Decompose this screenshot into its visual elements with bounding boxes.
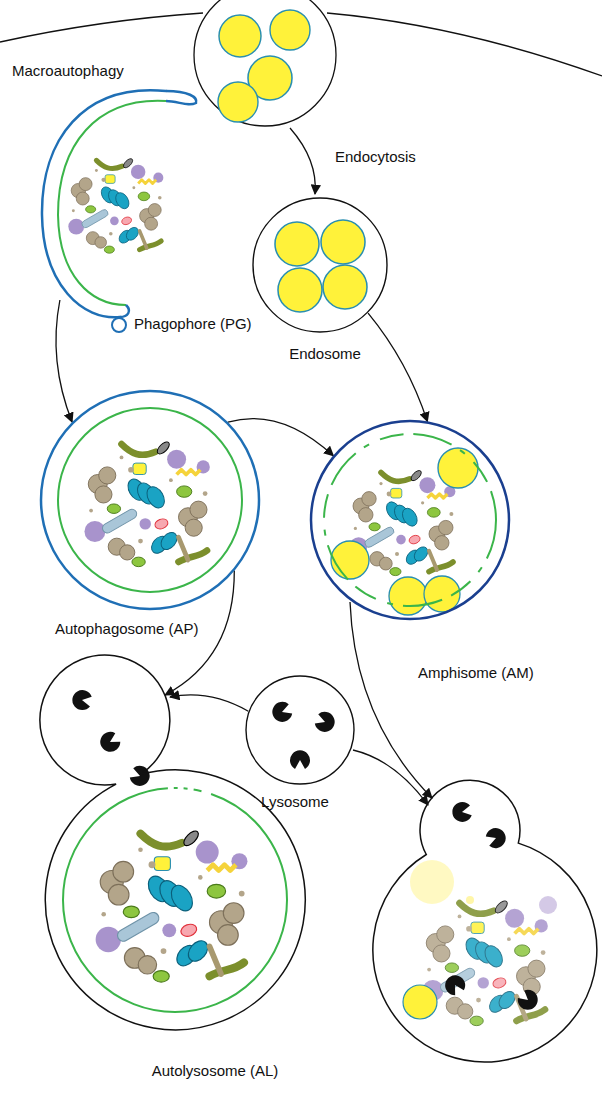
endosome-outline: [252, 197, 388, 333]
autolysosome: Autolysosome (AL): [40, 655, 305, 1030]
flow-arrow: [56, 300, 72, 422]
autolysosome-contents: [63, 688, 287, 1012]
node-label: Amphisome (AM): [418, 664, 534, 682]
phagophore-outline: [38, 85, 203, 325]
flow-arrow: [170, 695, 248, 711]
autophagosome-outline: [40, 390, 260, 610]
node-label: Endosome: [289, 345, 361, 363]
node-label: Lysosome: [261, 793, 329, 811]
amphisome: Amphisome (AM): [310, 420, 510, 620]
node-label: Macroautophagy: [12, 62, 124, 80]
endosome-contents: [275, 220, 367, 312]
cargo-particles: [218, 10, 310, 122]
lysosome: Lysosome: [245, 675, 355, 785]
amphisome-outline: [310, 420, 510, 620]
phagophore-cargo: [68, 157, 163, 253]
node-label: Autophagosome (AP): [55, 620, 198, 638]
endocytosis-arrow: [290, 128, 315, 194]
lysosome-enzymes: [270, 700, 338, 769]
autolysosome-outline: [40, 655, 305, 1030]
node-label: Autolysosome (AL): [152, 1062, 279, 1080]
lysosome-outline: [245, 675, 355, 785]
legend-text: Phagophore (PG): [134, 315, 252, 333]
process-label: Endocytosis: [335, 148, 416, 166]
fusion-arrows: [350, 602, 432, 805]
phagophore-swatch: [110, 316, 128, 334]
flow-arrow: [228, 419, 334, 456]
autolysosome-digesting: [373, 780, 597, 1062]
phagophore: Macroautophagy: [38, 85, 203, 325]
flow-arrow: [368, 313, 427, 422]
autophagosome-cargo: [84, 440, 209, 567]
autophagosome: Autophagosome (AP): [40, 390, 260, 610]
endosome: Endosome: [252, 197, 388, 333]
amphisome-contents: [331, 448, 478, 615]
